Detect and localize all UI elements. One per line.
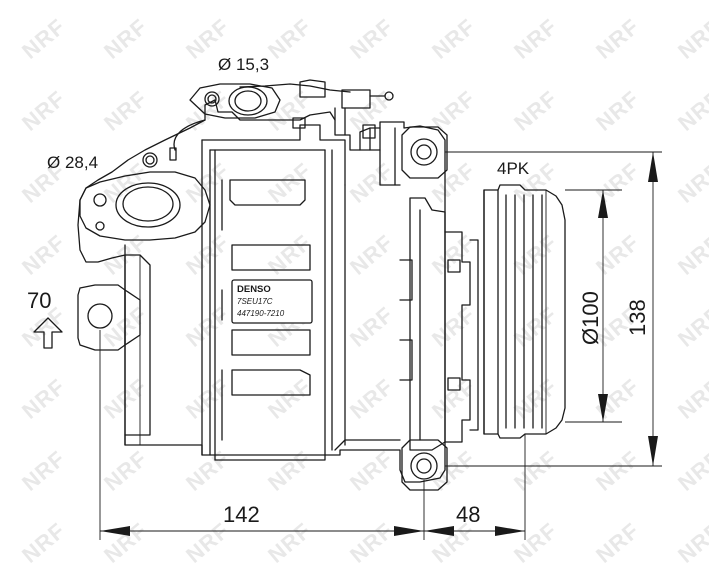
watermark-logo: NRF xyxy=(673,230,709,280)
watermark-logo: NRF xyxy=(17,446,70,496)
watermark-logo: NRF xyxy=(509,302,562,352)
watermark-logo: NRF xyxy=(263,446,316,496)
dimension-body-length-label: 142 xyxy=(223,502,260,527)
dimension-mount-offset-label: 70 xyxy=(27,288,51,313)
pulley xyxy=(483,184,566,439)
watermark-logo: NRF xyxy=(509,86,562,136)
watermark-logo: NRF xyxy=(673,158,709,208)
watermark-logo: NRF xyxy=(345,230,398,280)
watermark-logo: NRF xyxy=(345,374,398,424)
discharge-port xyxy=(173,79,394,151)
nameplate: DENSO 7SEU17C 447190-7210 xyxy=(231,279,313,324)
dimension-pulley-diameter: Ø100 xyxy=(565,189,622,423)
dimension-port-small: Ø 15,3 xyxy=(218,55,269,74)
watermark-logo: NRF xyxy=(509,374,562,424)
watermark-logo: NRF xyxy=(673,374,709,424)
clutch-assembly xyxy=(399,197,479,451)
arrow-head xyxy=(424,526,454,536)
watermark-logo: NRF xyxy=(263,518,316,568)
dimension-port-small-label: Ø 15,3 xyxy=(218,55,269,74)
watermark-logo: NRF xyxy=(99,14,152,64)
watermark-logo: NRF xyxy=(263,374,316,424)
dimension-pulley-diameter-label: Ø100 xyxy=(578,291,603,345)
arrow-up-icon xyxy=(33,317,63,349)
watermark-logo: NRF xyxy=(673,302,709,352)
nameplate-model: 7SEU17C xyxy=(237,297,273,306)
watermark-logo: NRF xyxy=(17,14,70,64)
watermark-layer: NRF NRF NRF NRF NRF NRF NRF NRF NRF NRF NRF NRF NRF N… xyxy=(17,14,709,568)
watermark-logo: NRF xyxy=(591,86,644,136)
watermark-logo: NRF xyxy=(591,158,644,208)
mounting-lug-rear xyxy=(77,284,141,351)
watermark-logo: NRF xyxy=(181,374,234,424)
watermark-logo: NRF xyxy=(263,14,316,64)
nameplate-brand: DENSO xyxy=(237,284,271,295)
dimension-pulley-length-label: 48 xyxy=(456,502,480,527)
watermark-logo: NRF xyxy=(17,374,70,424)
watermark-logo: NRF xyxy=(591,446,644,496)
watermark-logo: NRF xyxy=(181,230,234,280)
watermark-logo: NRF xyxy=(673,86,709,136)
dimension-horizontal: 142 48 xyxy=(99,330,526,540)
suction-port xyxy=(79,147,211,241)
watermark-logo: NRF xyxy=(17,518,70,568)
arrow-head xyxy=(648,152,658,182)
watermark-logo: NRF xyxy=(427,158,480,208)
arrow-head xyxy=(648,436,658,466)
watermark-logo: NRF xyxy=(181,302,234,352)
watermark-logo: NRF xyxy=(509,14,562,64)
watermark-logo: NRF xyxy=(427,446,480,496)
watermark-logo: NRF xyxy=(509,518,562,568)
dimension-port-large: Ø 28,4 xyxy=(47,153,98,172)
watermark-logo: NRF xyxy=(17,86,70,136)
watermark-logo: NRF xyxy=(345,446,398,496)
watermark-logo: NRF xyxy=(181,158,234,208)
mounting-ear-top xyxy=(401,126,448,179)
watermark-logo: NRF xyxy=(345,158,398,208)
watermark-logo: NRF xyxy=(509,230,562,280)
watermark-logo: NRF xyxy=(181,446,234,496)
watermark-logo: NRF xyxy=(673,518,709,568)
watermark-logo: NRF xyxy=(17,230,70,280)
watermark-logo: NRF xyxy=(427,374,480,424)
nameplate-part-number: 447190-7210 xyxy=(237,309,285,318)
watermark-logo: NRF xyxy=(345,14,398,64)
mounting-ear-bottom xyxy=(401,439,448,491)
watermark-logo: NRF xyxy=(263,230,316,280)
arrow-head xyxy=(100,526,130,536)
arrow-head xyxy=(394,526,424,536)
watermark-logo: NRF xyxy=(591,518,644,568)
dimension-pulley-grooves: 4PK xyxy=(497,159,530,178)
watermark-logo: NRF xyxy=(99,86,152,136)
dimension-pulley-grooves-label: 4PK xyxy=(497,159,530,178)
watermark-logo: NRF xyxy=(345,518,398,568)
watermark-logo: NRF xyxy=(509,446,562,496)
dimension-mount-offset: 70 xyxy=(27,288,63,349)
dimension-overall-height: 138 xyxy=(445,151,662,467)
watermark-logo: NRF xyxy=(427,86,480,136)
dimension-overall-height-label: 138 xyxy=(625,299,650,336)
watermark-logo: NRF xyxy=(673,446,709,496)
arrow-head xyxy=(495,526,525,536)
watermark-logo: NRF xyxy=(591,230,644,280)
watermark-logo: NRF xyxy=(263,86,316,136)
watermark-logo: NRF xyxy=(99,446,152,496)
watermark-logo: NRF xyxy=(345,302,398,352)
dimension-port-large-label: Ø 28,4 xyxy=(47,153,98,172)
watermark-logo: NRF xyxy=(591,14,644,64)
watermark-logo: NRF xyxy=(427,14,480,64)
watermark-logo: NRF xyxy=(673,14,709,64)
arrow-head xyxy=(598,190,608,218)
watermark-logo: NRF xyxy=(99,518,152,568)
watermark-logo: NRF xyxy=(263,158,316,208)
watermark-logo: NRF xyxy=(427,302,480,352)
arrow-head xyxy=(598,394,608,422)
